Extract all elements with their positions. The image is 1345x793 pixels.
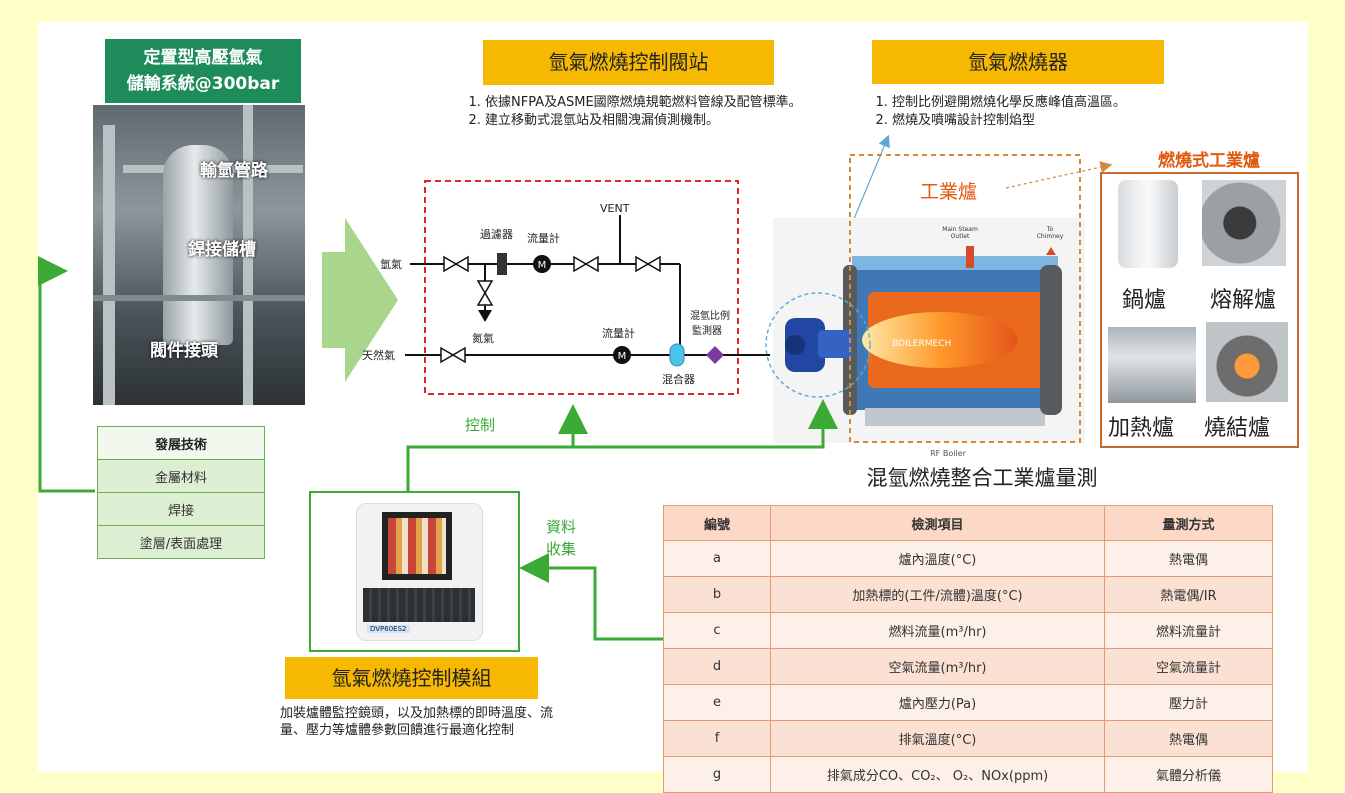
flowmeter-icon: M (533, 255, 551, 273)
hmi-screen (382, 512, 452, 580)
mixer-icon (669, 343, 685, 367)
boiler-label: 鍋爐 (1122, 288, 1167, 313)
control-line-burner (573, 399, 838, 449)
filter-label: 過濾器 (480, 227, 513, 241)
svg-text:Main Steam: Main Steam (942, 226, 978, 233)
svg-text:Outlet: Outlet (951, 233, 970, 240)
sintering-furnace-label: 燒結爐 (1204, 416, 1271, 441)
development-table: 發展技術 金屬材料 焊接 塗層/表面處理 (97, 426, 265, 559)
flowmeter-bottom-label: 流量計 (602, 326, 635, 340)
measurement-title: 混氫燃燒整合工業爐量測 (823, 458, 1141, 498)
valve-icon (440, 346, 466, 364)
control-module-box: DVP60ES2 (309, 491, 520, 652)
control-module-title: 氫氣燃燒控制模組 (285, 657, 538, 699)
svg-text:M: M (538, 260, 547, 271)
control-module-description: 加裝爐體監控鏡頭，以及加熱標的即時溫度、流量、壓力等爐體參數回饋進行最適化控制 (280, 706, 554, 738)
valve-station-title: 氫氣燃燒控制閥站 (483, 40, 774, 85)
sintering-furnace-thumbnail (1206, 322, 1288, 402)
table-header-row: 編號 檢測項目 量測方式 (663, 505, 1273, 541)
storage-plant-photo (93, 105, 305, 405)
industrial-furnace-box (849, 154, 1081, 443)
plc-device: DVP60ES2 (356, 503, 483, 641)
burner-icon (785, 318, 852, 372)
pipeline-label: 輸氫管路 (200, 161, 268, 181)
development-header: 發展技術 (97, 426, 265, 460)
boiler-caption: RF Boiler (930, 449, 966, 458)
feedback-line-left (38, 256, 95, 493)
data-collection-line (519, 553, 663, 641)
ratio-monitor-label-2: 監測器 (692, 324, 722, 337)
flowmeter-icon: M (613, 346, 631, 364)
heating-furnace-thumbnail (1108, 327, 1196, 403)
valve-station-notes: 依據NFPA及ASME國際燃燒規範燃料管線及配管標準。 建立移動式混氫站及相關洩… (463, 94, 845, 130)
valve-icon (635, 255, 661, 273)
svg-text:BOILERMECH: BOILERMECH (892, 339, 951, 349)
control-line (406, 404, 588, 491)
burner-highlight-circle (765, 292, 871, 398)
mixer-label: 混合器 (662, 372, 695, 386)
valve-icon (573, 255, 599, 273)
valve-icon (443, 255, 469, 273)
ratio-monitor-label-1: 混氫比例 (690, 309, 730, 322)
flowmeter-top-label: 流量計 (527, 231, 560, 245)
development-item: 金屬材料 (97, 459, 265, 493)
ratio-monitor-icon (706, 346, 724, 364)
plc-unit (363, 588, 475, 622)
development-item: 塗層/表面處理 (97, 525, 265, 559)
svg-text:Chimney: Chimney (1037, 233, 1064, 240)
filter-icon (497, 253, 507, 275)
melting-furnace-thumbnail (1202, 180, 1286, 266)
plc-model-label: DVP60ES2 (367, 625, 410, 633)
vent-label: VENT (600, 202, 630, 215)
burner-title: 氫氣燃燒器 (872, 40, 1164, 84)
valve-station-box (424, 180, 739, 395)
valve-icon (476, 280, 494, 306)
hydrogen-label: 氫氣 (380, 257, 402, 271)
industrial-furnace-label: 工業爐 (920, 181, 978, 203)
tank-label: 銲接儲槽 (188, 240, 256, 260)
melting-furnace-label: 熔解爐 (1210, 288, 1277, 313)
natural-gas-label: 天然氣 (362, 348, 395, 362)
boiler-thumbnail (1118, 180, 1178, 268)
furnace-types-box: 鍋爐 熔解爐 加熱爐 燒結爐 (1100, 172, 1299, 448)
storage-title: 定置型高壓氫氣 儲輸系統@300bar (105, 39, 301, 103)
flow-arrow (322, 218, 398, 382)
heating-furnace-label: 加熱爐 (1108, 416, 1175, 441)
nitrogen-label: 氮氣 (472, 331, 494, 345)
furnace-types-title: 燃燒式工業爐 (1158, 151, 1260, 171)
svg-text:M: M (618, 351, 627, 362)
control-label: 控制 (465, 416, 496, 434)
valve-joint-label: 閥件接頭 (150, 341, 218, 361)
burner-notes: 控制比例避開燃燒化學反應峰值高溫區。 燃燒及噴嘴設計控制焰型 (870, 94, 1252, 130)
data-collection-label: 資料 收集 (546, 518, 577, 558)
svg-text:To: To (1046, 226, 1054, 233)
